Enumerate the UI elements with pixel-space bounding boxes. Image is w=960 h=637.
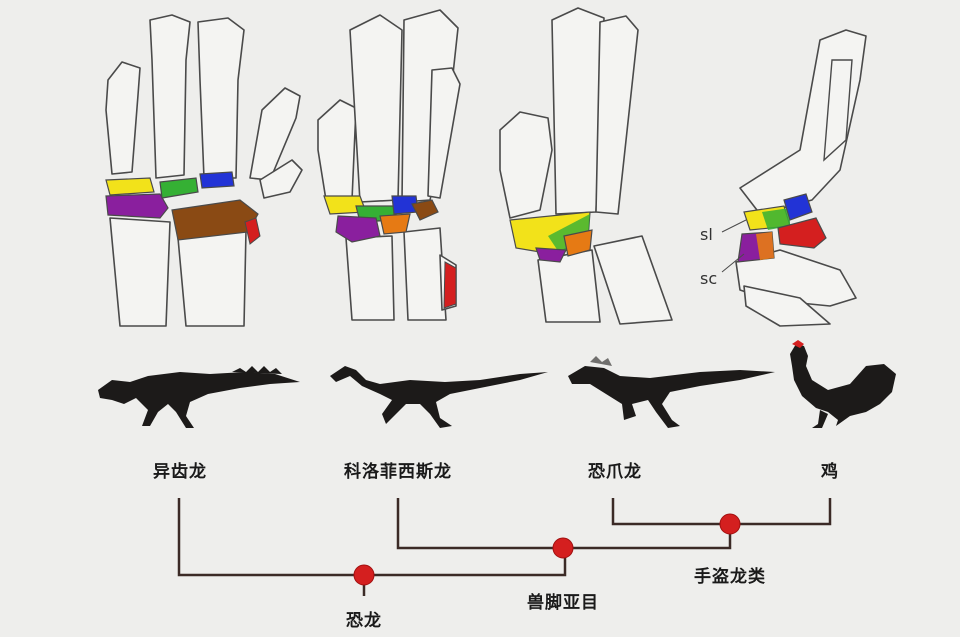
metacarpal-5 xyxy=(259,159,303,199)
sl-leader xyxy=(721,219,747,233)
carpal-blue xyxy=(783,193,813,221)
label-sl: sl xyxy=(700,225,713,244)
taxon-label-coelophysis: 科洛菲西斯龙 xyxy=(344,462,452,482)
clade-label-dinosauria: 恐龙 xyxy=(346,611,382,631)
node-maniraptora xyxy=(719,513,741,535)
metacarpal-4 xyxy=(427,67,461,199)
metacarpal-1 xyxy=(105,61,141,175)
carpal-orange xyxy=(563,229,593,257)
carpal-orange xyxy=(379,213,411,235)
metacarpal-1 xyxy=(317,99,357,201)
radius xyxy=(593,235,673,325)
metacarpal-2 xyxy=(149,14,191,179)
ulna xyxy=(109,217,171,327)
taxon-label-deinonychus: 恐爪龙 xyxy=(588,462,642,482)
wrist-panel-1 xyxy=(105,14,303,327)
metacarpal-2 xyxy=(349,14,403,203)
carpal-red xyxy=(777,217,827,249)
clade-label-theropoda: 兽脚亚目 xyxy=(527,593,599,613)
ulna xyxy=(345,235,395,321)
label-sc: sc xyxy=(700,269,717,288)
carpal-purple xyxy=(105,193,169,219)
clade-label-maniraptora: 手盗龙类 xyxy=(694,567,766,587)
taxon-label-chicken: 鸡 xyxy=(821,462,839,482)
sc-leader xyxy=(721,253,745,273)
metacarpal-3 xyxy=(595,15,639,215)
silhouette-herrerasaurus xyxy=(98,366,300,428)
carpal-red xyxy=(443,261,457,309)
cladogram xyxy=(177,498,832,596)
carpal-green xyxy=(159,177,199,199)
metacarpal-1 xyxy=(499,111,553,219)
wrist-panel-3 xyxy=(499,7,673,325)
carpal-blue xyxy=(199,171,235,189)
carpal-red xyxy=(244,217,261,245)
silhouette-deinonychus xyxy=(568,356,775,428)
carpal-sc-orange xyxy=(756,232,774,260)
carpal-purple xyxy=(535,247,567,263)
wrist-panel-4: sl sc xyxy=(700,29,867,327)
carpal-yellow xyxy=(105,177,155,196)
carpal-purple xyxy=(335,215,381,243)
node-dinosauria xyxy=(353,564,375,586)
carpometacarpus-fenestra xyxy=(823,59,853,162)
node-theropoda xyxy=(552,537,574,559)
metacarpal-4 xyxy=(249,87,301,181)
radius xyxy=(743,285,831,327)
silhouette-chicken xyxy=(790,340,896,428)
radius xyxy=(177,229,247,327)
carpal-brown xyxy=(411,199,439,221)
branch-dinosauria xyxy=(177,498,567,577)
silhouette-coelophysis xyxy=(330,366,548,428)
taxon-label-herrerasaurus: 异齿龙 xyxy=(153,462,207,482)
wrist-panel-2 xyxy=(317,9,461,321)
radius xyxy=(403,227,447,321)
metacarpal-3 xyxy=(197,17,245,179)
carpal-sl-green xyxy=(762,208,790,230)
